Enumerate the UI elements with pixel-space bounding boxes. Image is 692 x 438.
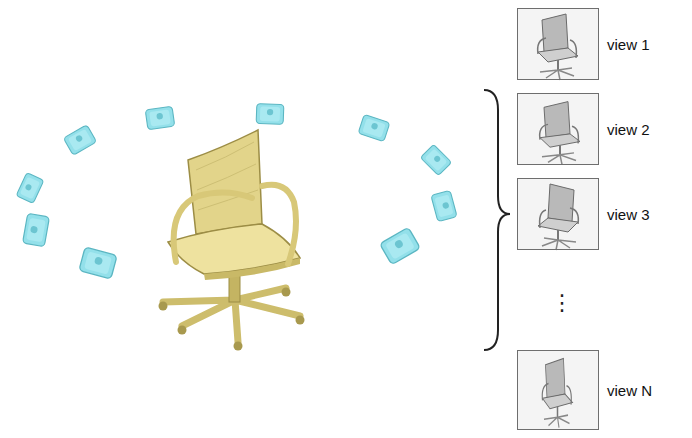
view-thumbnail: view N (517, 350, 599, 430)
view-thumbnail: view 1 (517, 8, 599, 80)
office-chair (159, 130, 305, 351)
view-label: view 3 (607, 206, 650, 223)
view-label: view N (607, 382, 652, 399)
view-thumbnail: view 2 (517, 93, 599, 165)
ellipsis-mark: ⋮ (551, 292, 573, 314)
curly-brace (484, 90, 510, 350)
view-label: view 2 (607, 121, 650, 138)
camera-ring (16, 104, 457, 279)
view-thumbnail: view 3 (517, 178, 599, 250)
view-thumbnails (518, 9, 598, 429)
view-label: view 1 (607, 36, 650, 53)
